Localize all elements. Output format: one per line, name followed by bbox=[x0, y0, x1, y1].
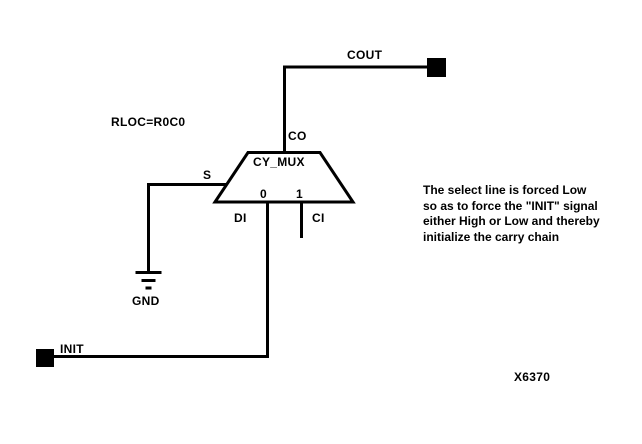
input0-pin-label: 0 bbox=[260, 187, 267, 201]
rloc-attribute-label: RLOC=R0C0 bbox=[111, 115, 186, 129]
annotation-line: initialize the carry chain bbox=[423, 229, 560, 244]
annotation-line: The select line is forced Low bbox=[423, 183, 587, 197]
init-terminal bbox=[36, 349, 54, 367]
di-pin-label: DI bbox=[234, 211, 247, 225]
co-pin-label: CO bbox=[288, 129, 307, 143]
di-init-wire bbox=[54, 202, 269, 358]
cout-terminal bbox=[427, 58, 446, 77]
cout-wire bbox=[283, 65, 430, 153]
annotation-line: so as to force the "INIT" signal bbox=[423, 198, 598, 213]
annotation-line: either High or Low and thereby bbox=[423, 214, 600, 228]
gnd-symbol-label: GND bbox=[132, 294, 160, 308]
select-wire bbox=[147, 183, 230, 272]
input1-pin-label: 1 bbox=[296, 187, 303, 201]
s-pin-label: S bbox=[203, 168, 212, 182]
cout-net-label: COUT bbox=[347, 48, 383, 62]
mux-component-label: CY_MUX bbox=[253, 155, 305, 169]
mux-body bbox=[212, 151, 356, 204]
figure-number-label: X6370 bbox=[514, 370, 551, 384]
init-net-label: INIT bbox=[60, 342, 84, 356]
annotation-text: The select line is forced Low so as to f… bbox=[423, 183, 600, 245]
ci-pin-label: CI bbox=[312, 211, 325, 225]
gnd-symbol bbox=[135, 271, 162, 290]
